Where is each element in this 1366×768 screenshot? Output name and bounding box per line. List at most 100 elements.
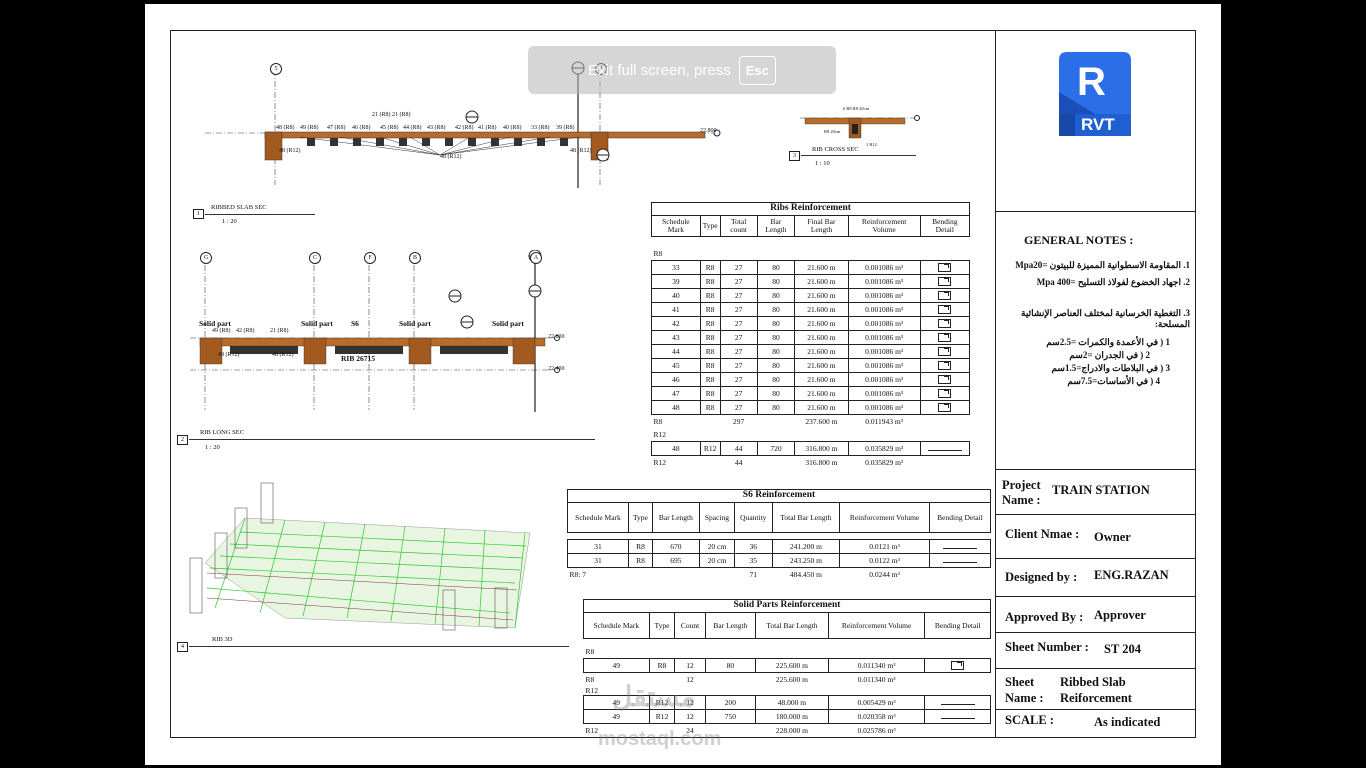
bending-shape-icon — [938, 333, 952, 342]
esc-key-badge[interactable]: Esc — [738, 55, 776, 85]
rib-3d-view — [189, 482, 531, 631]
table-cell: 750 — [704, 709, 757, 724]
bending-line-icon — [942, 542, 977, 550]
table-cell: 225.600 m — [755, 658, 829, 673]
column-header: Reinforcement Volume — [839, 502, 930, 533]
table-cell: 27 — [719, 386, 758, 401]
total-length: 484.450 m — [789, 569, 822, 579]
exit-fullscreen-banner[interactable]: Exit full screen, press Esc — [528, 46, 836, 94]
bending-detail-cell — [919, 274, 971, 289]
note-item: 1. المقاومة الاسطوانية المميزة للبيتون =… — [1015, 260, 1190, 270]
table-cell: 48 — [651, 441, 701, 456]
subtotal-length: 228.000 m — [775, 725, 808, 735]
table-cell: 80 — [756, 358, 796, 373]
column-header: Reinforcement Volume — [847, 215, 921, 237]
bar-label: 39 (R8) — [556, 125, 575, 131]
bending-shape-icon — [938, 305, 952, 314]
note-item: 3. التغطية الخرسانية لمختلف العناصر الإن… — [1021, 308, 1190, 329]
bar-label: 33 (R8) — [531, 125, 550, 131]
client-name-label: Client Nmae : — [1005, 527, 1080, 541]
bending-shape-icon — [938, 361, 952, 370]
bar-label: 21 (R8) — [270, 328, 289, 334]
bending-detail-cell — [919, 316, 971, 331]
table-cell: 695 — [651, 553, 700, 568]
column-header: Total Bar Length — [771, 502, 841, 533]
table-cell: 21.600 m — [794, 302, 849, 317]
level-label: 22.800 — [700, 128, 717, 134]
bar-label: 46 (R8) — [352, 125, 371, 131]
table-cell: 80 — [756, 288, 796, 303]
table-cell: 12 — [674, 709, 706, 724]
subtotal-count: 44 — [734, 457, 743, 467]
view-number: 3 — [789, 151, 800, 161]
table-cell: 0.001086 m³ — [847, 330, 921, 345]
table-cell: R8 — [699, 274, 721, 289]
grid-bubble: B — [409, 252, 421, 264]
table-cell: 48.000 m — [755, 695, 829, 710]
note-subitem: 1 ( في الأعمدة والكمرات =2.5سم — [1046, 337, 1170, 347]
subtotal-length: 316.800 m — [805, 457, 838, 467]
note-subitem: 4 ( في الأساسات=7.5سم — [1067, 376, 1160, 386]
table-cell: R8 — [699, 344, 721, 359]
column-header: Type — [627, 502, 653, 533]
table-cell: 0.005429 m³ — [827, 695, 926, 710]
table-cell: 27 — [719, 288, 758, 303]
bar-label: 49 (R12) — [218, 352, 240, 358]
column-header: Quantity — [733, 502, 773, 533]
bending-shape-icon — [938, 403, 952, 412]
column-header: Spacing — [698, 502, 735, 533]
bar-label: 41 (R8) — [478, 125, 497, 131]
rib-label: RIB 26715 — [341, 354, 375, 363]
column-header: Bending Detail — [919, 215, 971, 237]
sheet-border — [170, 30, 1196, 738]
table-cell: R8 — [699, 260, 721, 275]
sheet-name: Ribbed Slab Reiforcement — [1060, 675, 1132, 705]
view-scale: 1 : 10 — [815, 160, 830, 167]
watermark-arabic: مستقل — [612, 681, 696, 712]
subtotal-count: 24 — [686, 725, 694, 735]
table-cell: 43 — [651, 330, 701, 345]
bending-line-icon — [942, 556, 977, 564]
table-cell: 20 cm — [698, 539, 735, 554]
bending-detail-cell — [919, 344, 971, 359]
bar-label: 21 (R8) — [392, 112, 411, 118]
table-cell: 316.800 m — [794, 441, 849, 456]
approved-by-label: Approved By : — [1005, 610, 1084, 624]
table-cell: R8 — [699, 316, 721, 331]
table-cell: 180.000 m — [755, 709, 829, 724]
logo-label: RVT — [1081, 115, 1115, 134]
rib-cross-section-drawing — [800, 115, 920, 139]
table-cell: 21.600 m — [794, 260, 849, 275]
view-title: RIB CROSS SEC — [812, 146, 859, 153]
table-cell: 31 — [567, 553, 629, 568]
table-cell: R8 — [699, 400, 721, 415]
level-label: 22.400 — [548, 366, 565, 372]
table-cell: 80 — [756, 260, 796, 275]
bending-detail-cell — [919, 302, 971, 317]
notes-title: GENERAL NOTES : — [1024, 233, 1134, 247]
table-cell: 27 — [719, 344, 758, 359]
table-cell: 80 — [756, 344, 796, 359]
bar-label: 49 (R8) — [300, 125, 319, 131]
bending-line-icon — [940, 698, 975, 706]
table-cell: 33 — [651, 260, 701, 275]
table-cell: 48 — [651, 400, 701, 415]
table-cell: 49 — [583, 658, 650, 673]
bar-label: 48 (R12) — [440, 154, 462, 160]
bar-label: 42 (R8) — [455, 125, 474, 131]
table-cell: 0.0121 m³ — [839, 539, 930, 554]
view-number: 2 — [177, 435, 188, 445]
table-cell: 80 — [756, 400, 796, 415]
table-cell: R8 — [699, 358, 721, 373]
table-cell: 21.600 m — [794, 386, 849, 401]
project-name-label: Project Name : — [1002, 478, 1041, 507]
table-cell: R8 — [699, 372, 721, 387]
table-cell: 0.001086 m³ — [847, 358, 921, 373]
